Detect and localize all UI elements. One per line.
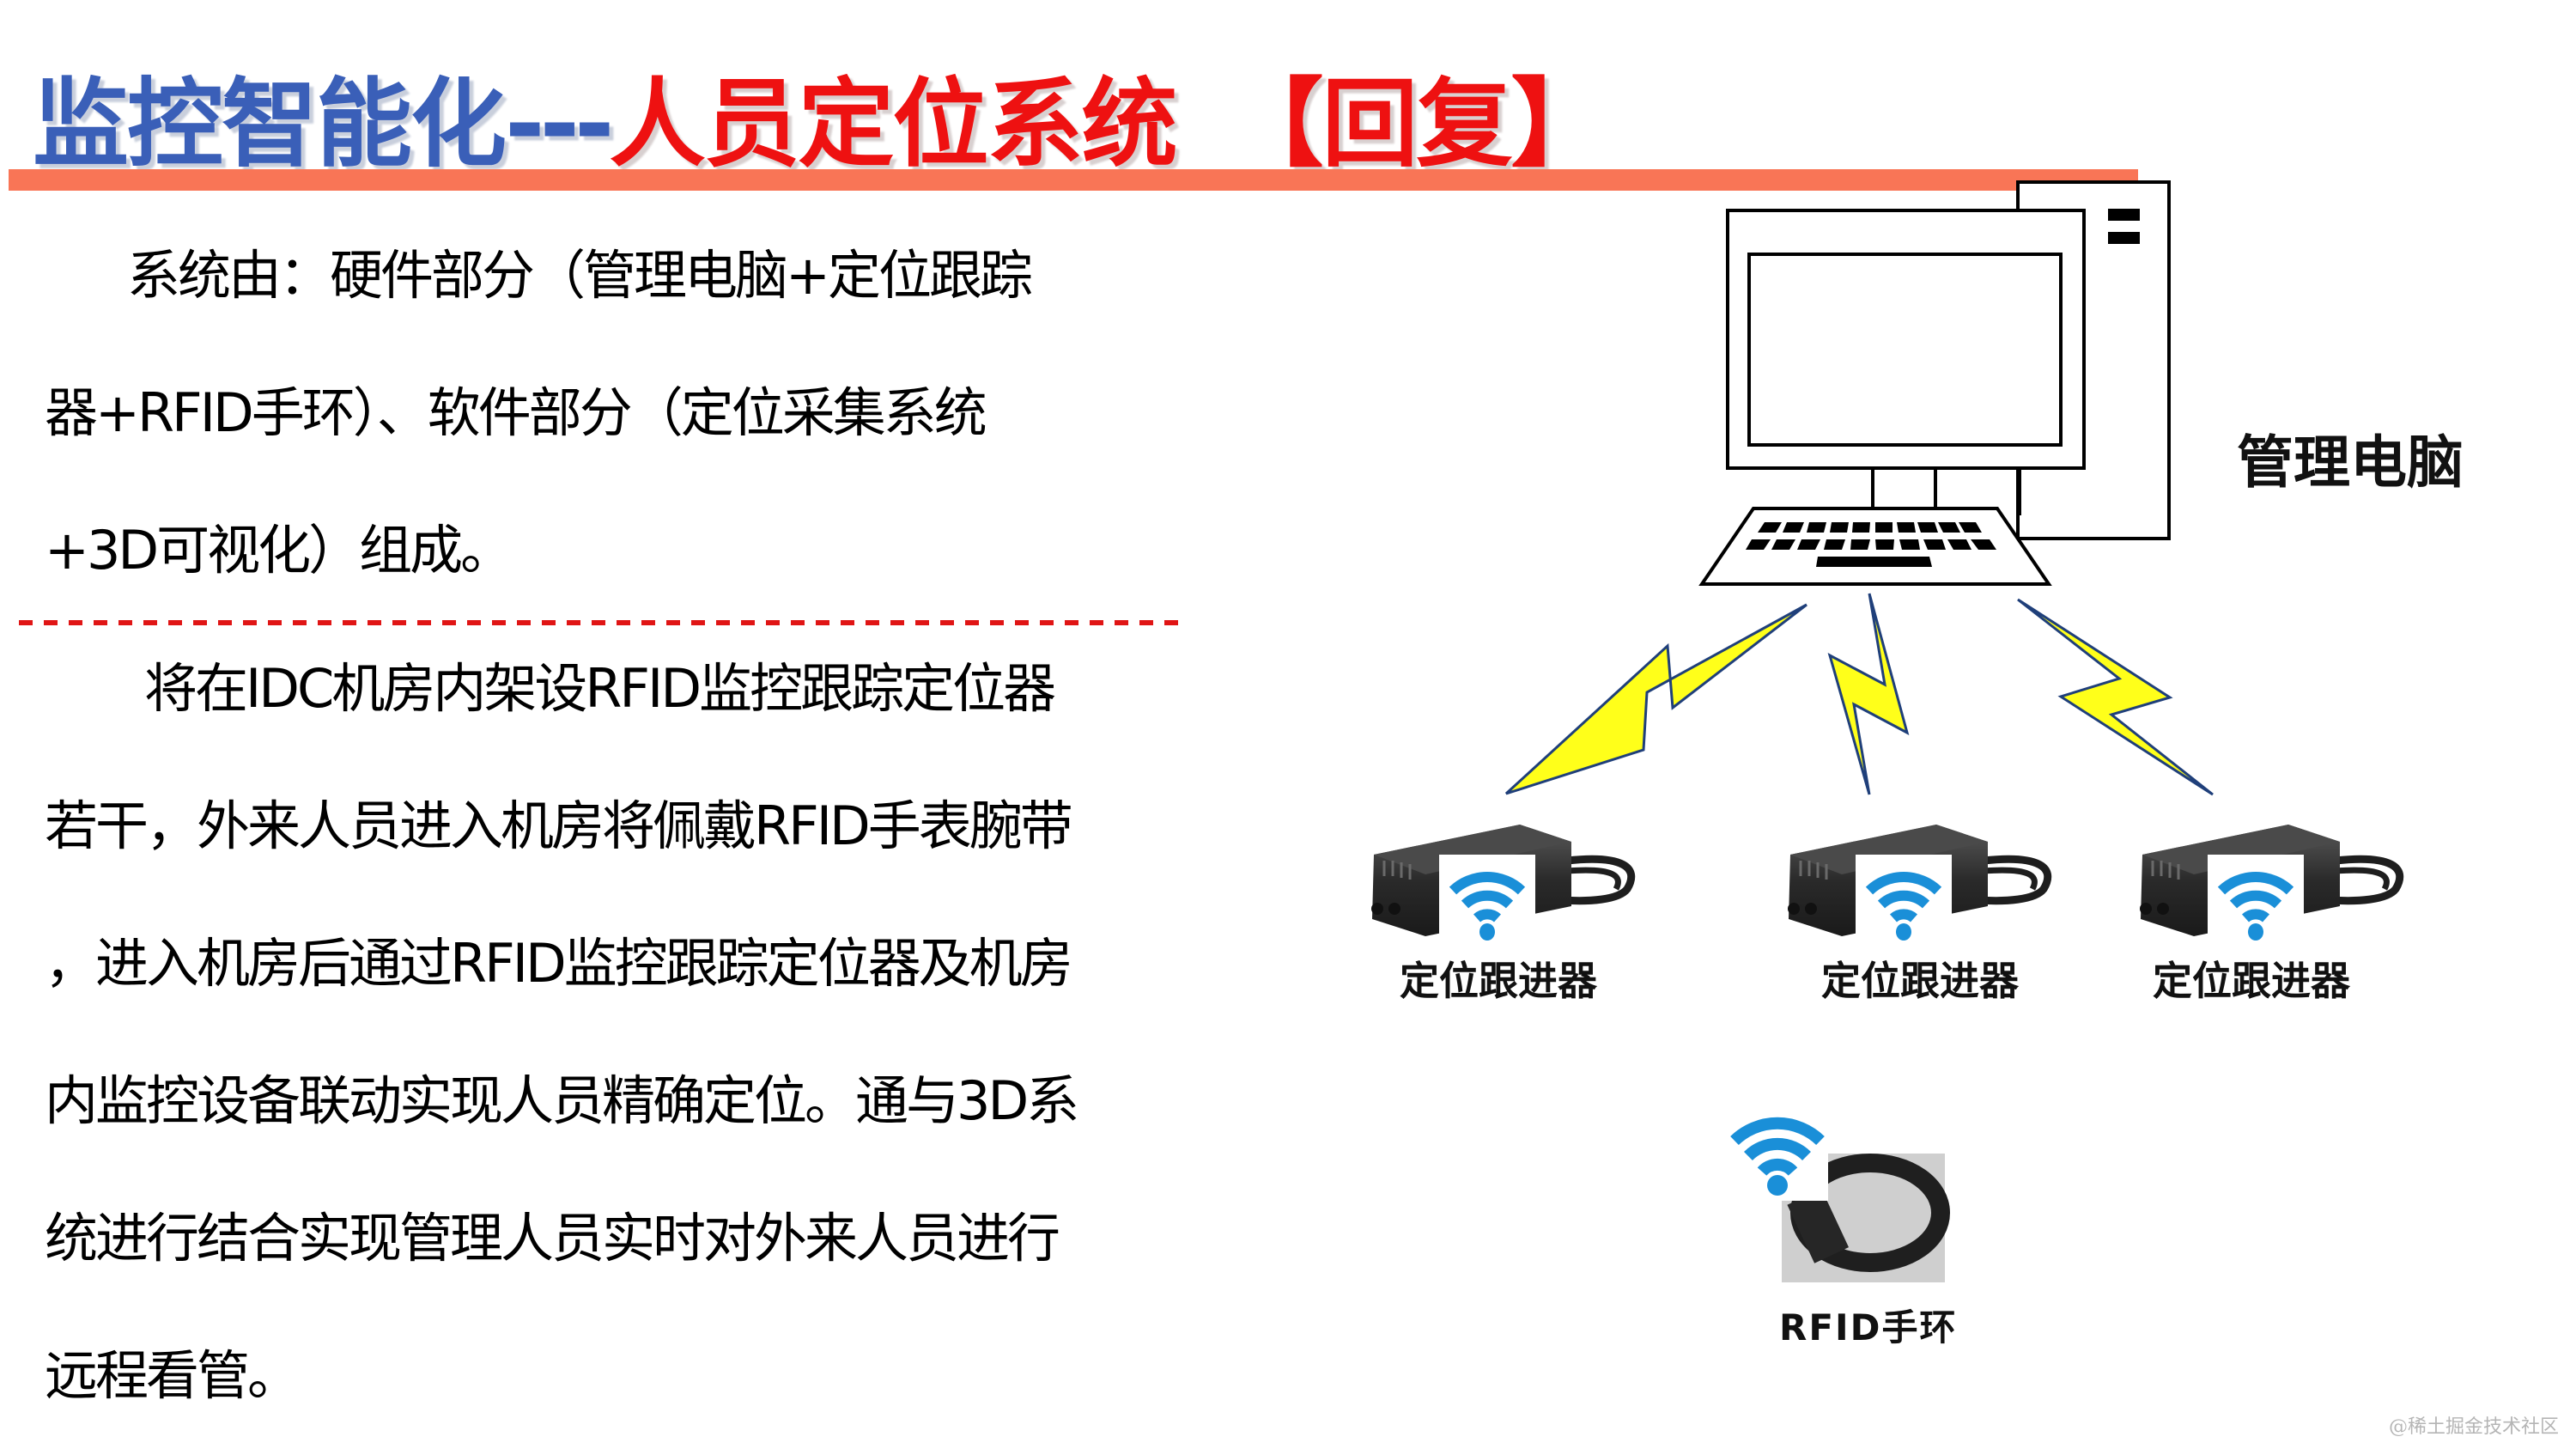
paragraph-line: 系统由：硬件部分（管理电脑+定位跟踪 — [127, 244, 1033, 307]
tracker-device-image — [2140, 825, 2400, 941]
tracker-label: 定位跟进器 — [1821, 958, 2019, 1004]
computer-icon — [1698, 180, 2171, 586]
title-part-personnel-system: 人员定位系统 — [609, 69, 1177, 180]
paragraph-line: 远程看管。 — [45, 1344, 301, 1407]
paragraph-line: 将在IDC机房内架设RFID监控跟踪定位器 — [144, 657, 1056, 720]
tracker-label: 定位跟进器 — [1400, 958, 1597, 1004]
title-underline-bar — [9, 169, 2138, 191]
lightning-bolt-icon — [1504, 603, 1807, 795]
lightning-bolt-icon — [2017, 598, 2214, 796]
computer-label: 管理电脑 — [2237, 429, 2464, 496]
paragraph-line: ，进入机房后通过RFID监控跟踪定位器及机房 — [45, 932, 1073, 995]
paragraph-line: 器+RFID手环）、软件部分（定位采集系统 — [45, 381, 987, 444]
title-reply-tag: 【回复】 — [1227, 69, 1607, 180]
title-part-monitoring: 监控智能化 — [33, 69, 507, 180]
watermark: @稀土掘金技术社区 — [2388, 1416, 2559, 1438]
tracker-device-image — [1788, 825, 2048, 941]
rfid-wristband-image — [1782, 1154, 1950, 1282]
paragraph-line: 内监控设备联动实现人员精确定位。通与3D系 — [45, 1069, 1079, 1132]
paragraph-line: +3D可视化）组成。 — [45, 519, 513, 581]
tracker-device-image — [1371, 825, 1631, 941]
slide-title: 监控智能化---人员定位系统【回复】 — [33, 60, 1607, 189]
wifi-dot — [1767, 1175, 1788, 1196]
section-divider-dashed — [19, 620, 1189, 625]
wristband-label: RFID手环 — [1779, 1306, 1958, 1349]
wifi-icon — [1730, 1117, 1825, 1177]
paragraph-line: 若干，外来人员进入机房将佩戴RFID手表腕带 — [45, 795, 1073, 857]
lightning-bolt-icon — [1827, 593, 1910, 795]
paragraph-line: 统进行结合实现管理人员实时对外来人员进行 — [45, 1207, 1060, 1269]
tracker-label: 定位跟进器 — [2153, 958, 2350, 1004]
title-separator: --- — [505, 69, 614, 180]
